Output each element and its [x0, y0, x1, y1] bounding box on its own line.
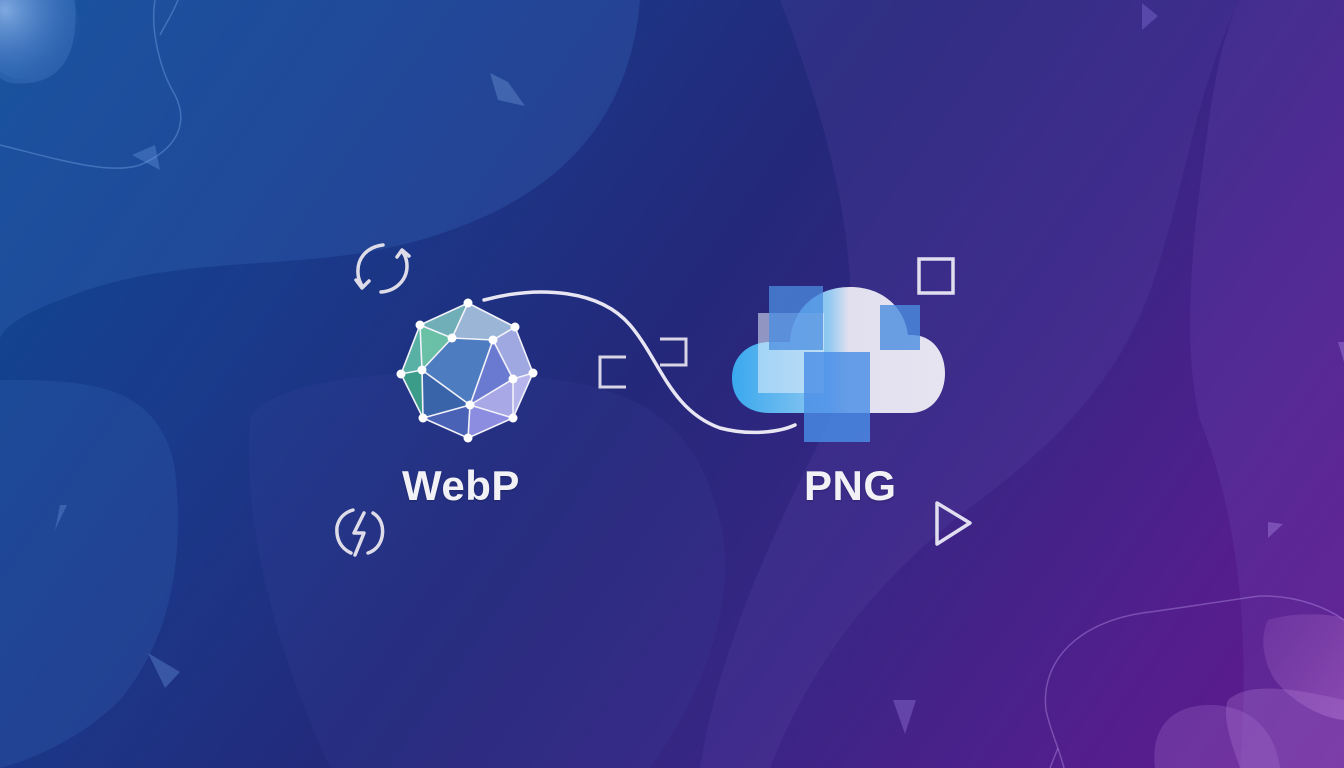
square-outline-icon	[917, 257, 955, 295]
lightning-circle-icon	[335, 508, 385, 557]
connector-curve	[482, 290, 797, 435]
refresh-cycle-icon	[354, 243, 411, 294]
png-format-label: PNG	[804, 462, 897, 509]
webp-format-label: WebP	[402, 462, 520, 509]
cloud-with-squares-icon	[732, 286, 945, 442]
bracket-corners-icon	[598, 337, 688, 389]
polyhedron-mesh-icon	[396, 298, 538, 443]
play-triangle-icon	[935, 501, 972, 546]
